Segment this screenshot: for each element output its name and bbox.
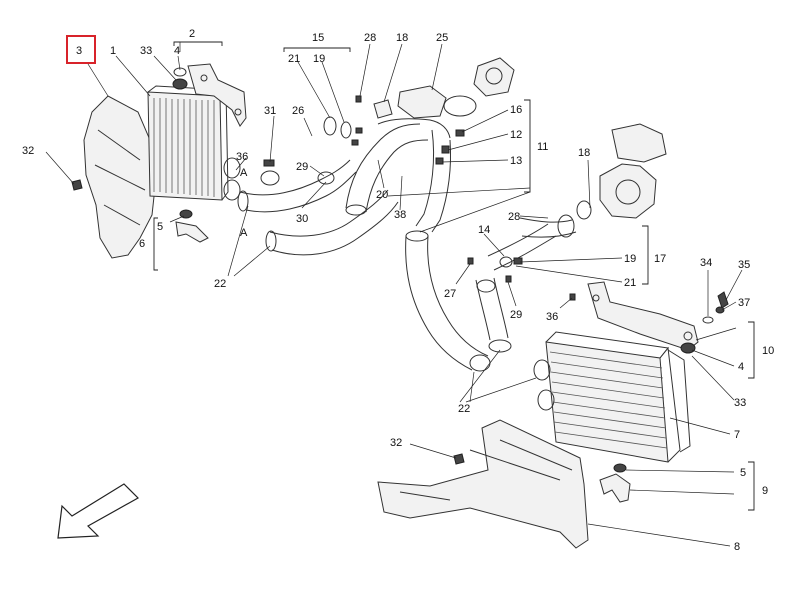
callout-18: 18 <box>578 147 590 159</box>
callout-38: 38 <box>394 209 406 221</box>
callout-labels: 3 1 2 33 4 32 5 6 36 A A 31 26 29 30 22 … <box>22 28 774 553</box>
callout-28: 28 <box>508 211 520 223</box>
callout-A: A <box>240 167 248 179</box>
callout-20: 20 <box>376 189 388 201</box>
right-screws-35-37 <box>702 291 729 324</box>
callout-14: 14 <box>478 224 490 236</box>
right-clamps-27-29 <box>467 257 512 293</box>
callout-6: 6 <box>139 238 145 250</box>
callout-27: 27 <box>444 288 456 300</box>
callout-5: 5 <box>740 467 746 479</box>
callout-29: 29 <box>510 309 522 321</box>
left-air-duct-shroud <box>83 95 157 259</box>
left-rubber-mount <box>172 67 188 90</box>
callout-33: 33 <box>140 45 152 57</box>
left-screw-32 <box>71 179 83 191</box>
callout-25: 25 <box>436 32 448 44</box>
leader-lines <box>45 41 755 547</box>
callout-19: 19 <box>313 53 325 65</box>
right-mounting-bracket <box>587 281 699 351</box>
left-intercooler-core <box>147 85 241 201</box>
callout-9: 9 <box>762 485 768 497</box>
right-lower-bracket <box>599 463 631 503</box>
callout-4: 4 <box>174 45 180 57</box>
callout-28: 28 <box>364 32 376 44</box>
hose-upper-left <box>237 159 357 213</box>
callout-34: 34 <box>700 257 712 269</box>
highlighted-callout-box <box>66 35 96 64</box>
callout-18: 18 <box>396 32 408 44</box>
callout-36: 36 <box>546 311 558 323</box>
callout-26: 26 <box>292 105 304 117</box>
callout-22: 22 <box>458 403 470 415</box>
callout-32: 32 <box>390 437 402 449</box>
callout-32: 32 <box>22 145 34 157</box>
callout-3: 3 <box>76 45 82 57</box>
flange-18 <box>373 99 393 119</box>
right-intercooler-core <box>533 331 691 463</box>
right-mount-33 <box>680 342 696 354</box>
right-screw-32 <box>453 453 465 465</box>
right-turbo-18 <box>576 123 667 220</box>
left-lower-bracket <box>175 209 209 243</box>
callout-22: 22 <box>214 278 226 290</box>
callout-15: 15 <box>312 32 324 44</box>
hose-right-upper <box>487 223 557 271</box>
hose-central-descending <box>405 230 491 372</box>
callout-17: 17 <box>654 253 666 265</box>
callout-8: 8 <box>734 541 740 553</box>
callout-33: 33 <box>734 397 746 409</box>
callout-12: 12 <box>510 129 522 141</box>
callout-21: 21 <box>288 53 300 65</box>
hose-right-descending <box>415 129 512 353</box>
callout-13: 13 <box>510 155 522 167</box>
callout-11: 11 <box>537 141 548 153</box>
callout-29: 29 <box>296 161 308 173</box>
right-hose-14 <box>499 214 577 268</box>
right-36-fastener <box>569 293 576 301</box>
callout-A: A <box>240 227 248 239</box>
callout-31: 31 <box>264 105 276 117</box>
callout-1: 1 <box>110 45 116 57</box>
callout-10: 10 <box>762 345 774 357</box>
clamp-30 <box>317 171 335 185</box>
callout-36: 36 <box>236 151 248 163</box>
sensor-15-group <box>323 95 363 146</box>
hose-central-large <box>345 118 451 216</box>
callout-37: 37 <box>738 297 750 309</box>
callout-7: 7 <box>734 429 740 441</box>
direction-arrow-icon <box>57 483 139 539</box>
right-air-duct-shroud <box>377 419 589 549</box>
hose-lower-left <box>265 189 399 256</box>
callout-35: 35 <box>738 259 750 271</box>
callout-5: 5 <box>157 221 163 233</box>
callout-4: 4 <box>738 361 744 373</box>
callout-30: 30 <box>296 213 308 225</box>
hose-clamp-31 <box>260 159 280 186</box>
callout-16: 16 <box>510 104 522 116</box>
actuator-25 <box>397 57 515 119</box>
callout-2: 2 <box>189 28 195 40</box>
left-mounting-bracket <box>187 63 247 127</box>
callout-21: 21 <box>624 277 636 289</box>
callout-19: 19 <box>624 253 636 265</box>
